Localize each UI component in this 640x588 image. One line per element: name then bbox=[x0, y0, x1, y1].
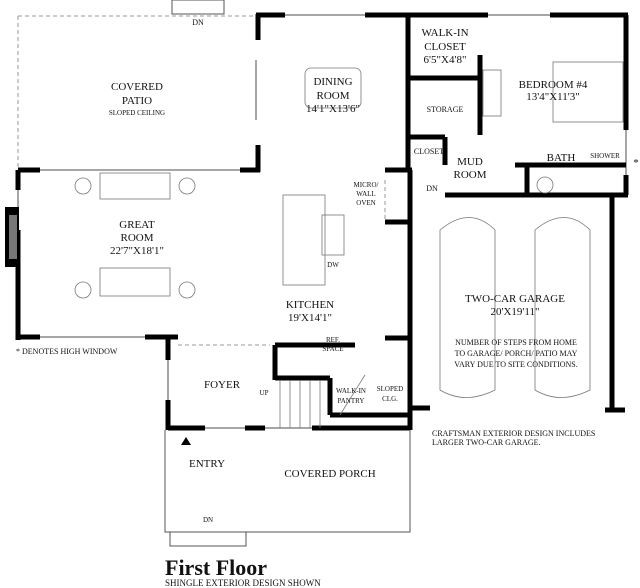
garage-label: TWO-CAR GARAGE bbox=[465, 293, 565, 305]
mud-room-label: MUD bbox=[457, 156, 483, 168]
walk-in-closet-label: WALK-IN bbox=[421, 27, 468, 39]
walk-in-pantry-label-2: PANTRY bbox=[338, 397, 365, 405]
dishwasher-label: DW bbox=[327, 261, 339, 269]
ref-space-label-2: SPACE bbox=[322, 345, 343, 353]
micro-wall-oven-label: MICRO/ bbox=[354, 181, 379, 189]
high-window-marker: * bbox=[633, 157, 639, 169]
high-window-note: * DENOTES HIGH WINDOW bbox=[16, 347, 118, 356]
stairs bbox=[279, 374, 366, 428]
great-room-label: GREAT bbox=[119, 219, 155, 231]
sloped-clg-label-2: CLG. bbox=[382, 395, 398, 403]
walls bbox=[15, 12, 629, 431]
kitchen-label: KITCHEN bbox=[286, 299, 334, 311]
mud-room-dn-marker: DN bbox=[426, 184, 438, 193]
page-subtitle: SHINGLE EXTERIOR DESIGN SHOWN bbox=[165, 578, 321, 588]
great-room-dims: 22'7"X18'1" bbox=[110, 245, 164, 257]
covered-patio-label-2: PATIO bbox=[122, 95, 152, 107]
porch-dn-marker: DN bbox=[203, 516, 213, 524]
craftsman-note-1: CRAFTSMAN EXTERIOR DESIGN INCLUDES bbox=[432, 429, 595, 438]
garage-dims: 20'X19'11" bbox=[491, 306, 540, 318]
dining-room-dims: 14'1"X13'6" bbox=[306, 103, 360, 115]
foyer-label: FOYER bbox=[204, 379, 241, 391]
covered-patio-label: COVERED bbox=[111, 81, 163, 93]
dining-room-label-2: ROOM bbox=[316, 90, 349, 102]
furniture bbox=[74, 61, 624, 428]
walk-in-pantry-label: WALK-IN bbox=[336, 387, 366, 395]
page-title: First Floor bbox=[165, 555, 267, 580]
walk-in-closet-label-2: CLOSET bbox=[424, 41, 466, 53]
craftsman-note-2: LARGER TWO-CAR GARAGE. bbox=[432, 438, 541, 447]
kitchen-dims: 19'X14'1" bbox=[288, 312, 332, 324]
mud-room-label-2: ROOM bbox=[453, 169, 486, 181]
bath-label: BATH bbox=[547, 152, 576, 164]
steps-note-1: NUMBER OF STEPS FROM HOME bbox=[455, 338, 577, 347]
storage-label: STORAGE bbox=[427, 105, 464, 114]
shower-label: SHOWER bbox=[590, 152, 620, 160]
steps-note-2: TO GARAGE/ PORCH/ PATIO MAY bbox=[455, 349, 578, 358]
patio-dn-marker: DN bbox=[192, 18, 204, 27]
stairs-up-marker: UP bbox=[260, 389, 269, 397]
bedroom-4-dims: 13'4"X11'3" bbox=[526, 91, 579, 103]
fireplace-icon bbox=[5, 207, 19, 267]
entry-label: ENTRY bbox=[189, 458, 225, 470]
sloped-clg-label: SLOPED bbox=[377, 385, 403, 393]
great-room-label-2: ROOM bbox=[120, 232, 153, 244]
walk-in-closet-dims: 6'5"X4'8" bbox=[424, 54, 467, 66]
micro-wall-oven-label-2: WALL bbox=[356, 190, 375, 198]
entry-marker-icon bbox=[181, 437, 191, 445]
covered-porch bbox=[164, 430, 411, 547]
covered-patio-note: SLOPED CEILING bbox=[109, 109, 165, 117]
steps-note-3: VARY DUE TO SITE CONDITIONS. bbox=[454, 360, 578, 369]
closet-label: CLOSET bbox=[414, 147, 444, 156]
ref-space-label: REF. bbox=[326, 336, 340, 344]
dining-room-label: DINING bbox=[313, 76, 352, 88]
micro-wall-oven-label-3: OVEN bbox=[356, 199, 375, 207]
bedroom-4-label: BEDROOM #4 bbox=[519, 79, 588, 91]
covered-porch-label: COVERED PORCH bbox=[284, 468, 375, 480]
